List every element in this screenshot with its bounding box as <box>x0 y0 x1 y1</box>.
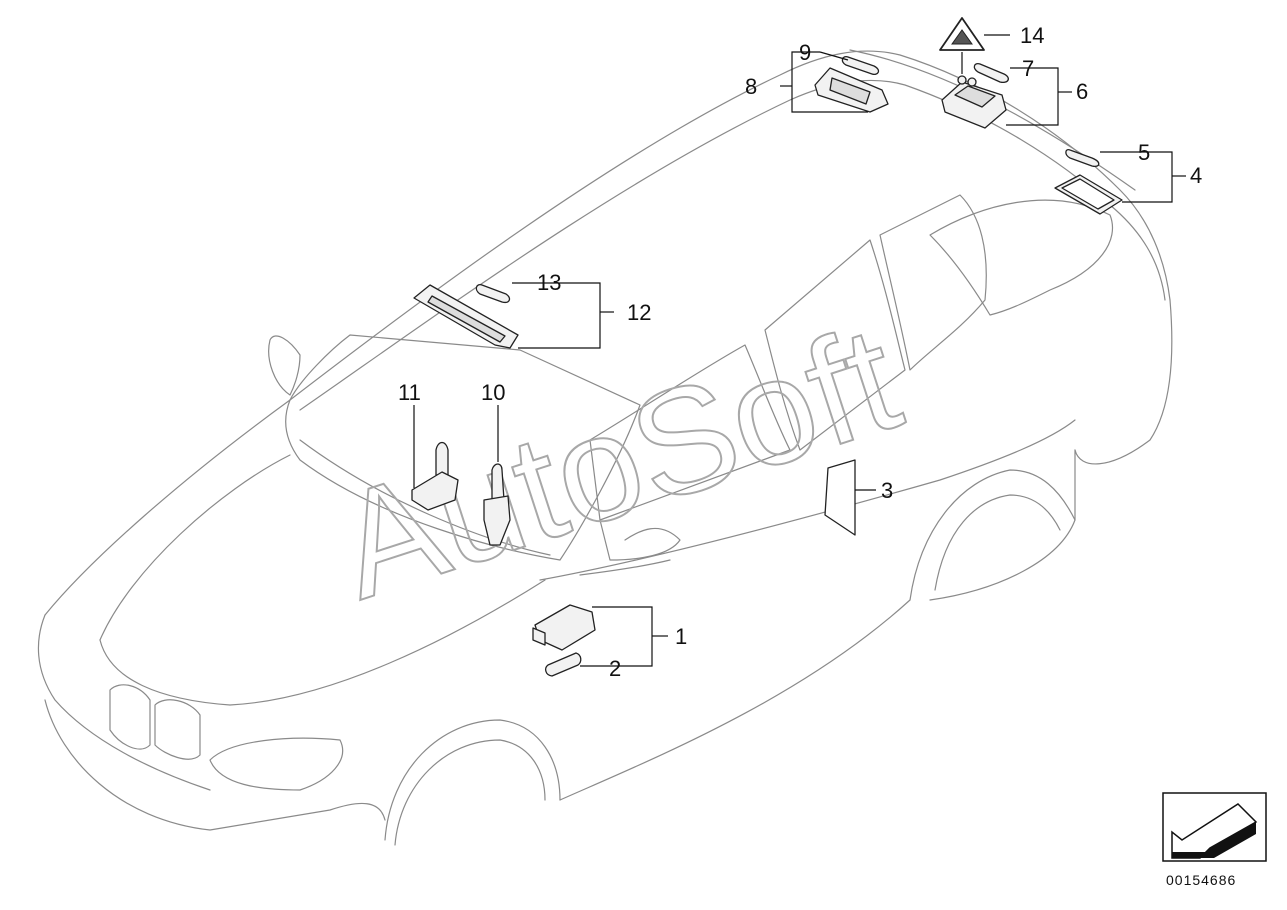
part-11-sensor <box>411 441 459 511</box>
part-12-front-light <box>413 284 519 349</box>
part-1-light-unit <box>532 604 596 651</box>
callout-4: 4 <box>1190 163 1202 188</box>
callout-9: 9 <box>799 40 811 65</box>
callout-labels: 1 2 3 4 5 6 7 8 9 10 11 12 13 14 <box>398 23 1202 681</box>
part-9-bulb <box>841 56 880 76</box>
watermark-text: AutoSoft <box>318 293 917 631</box>
callout-3: 3 <box>881 478 893 503</box>
callout-14: 14 <box>1020 23 1044 48</box>
callout-2: 2 <box>609 656 621 681</box>
part-6-interior-light <box>941 75 1007 129</box>
diagram-code: 00154686 <box>1166 872 1236 888</box>
callout-13: 13 <box>537 270 561 295</box>
part-10-sensor <box>483 463 511 546</box>
callout-6: 6 <box>1076 79 1088 104</box>
part-14-warning-label <box>939 17 985 51</box>
part-4-rear-light <box>1054 174 1123 215</box>
part-5-bulb <box>1065 149 1100 168</box>
arrow-left-down-icon <box>1171 803 1258 859</box>
callout-12: 12 <box>627 300 651 325</box>
callout-5: 5 <box>1138 140 1150 165</box>
callout-8: 8 <box>745 74 757 99</box>
part-7-bulb <box>973 62 1009 84</box>
part-8-reading-light <box>814 67 889 113</box>
part-13-bulb <box>475 284 511 304</box>
part-2-bulb <box>545 652 582 677</box>
car-outline <box>37 49 1173 846</box>
callout-7: 7 <box>1022 56 1034 81</box>
leader-lines <box>413 34 1186 667</box>
watermark: AutoSoft <box>317 292 918 632</box>
nav-icon-box[interactable] <box>1162 792 1267 862</box>
part-3-pad <box>824 459 856 536</box>
callout-1: 1 <box>675 624 687 649</box>
callout-11: 11 <box>398 380 421 405</box>
callout-10: 10 <box>481 380 505 405</box>
